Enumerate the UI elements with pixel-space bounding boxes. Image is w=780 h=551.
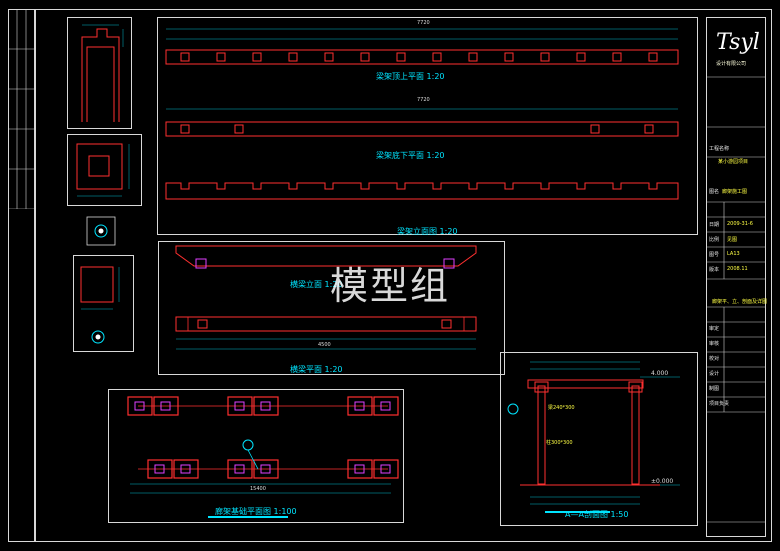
beam-hole [324, 52, 334, 62]
detail-bolt [86, 216, 116, 246]
beam-hole [180, 52, 190, 62]
section-level-ground: ±0.000 [651, 478, 674, 485]
project-label: 工程名称 [709, 146, 730, 152]
section-caption: A—A剖面图 1:50 [565, 510, 629, 519]
beam-drawings-frame [157, 17, 698, 235]
post-cap-drawing [81, 24, 124, 122]
detail-post-base [67, 134, 142, 206]
beam-plan-top-overall: 7720 [417, 20, 430, 26]
beam-hole [432, 52, 442, 62]
side-beam-drawings [175, 245, 477, 350]
beam-drawings [165, 28, 679, 200]
row-lead: 项目负责 [709, 401, 730, 407]
row-check: 校对 [709, 356, 720, 362]
side-beam-frame [158, 241, 505, 375]
beam-hole [360, 52, 370, 62]
section-level-top: 4.000 [651, 370, 669, 377]
company-name: 设计有限公司 [716, 61, 747, 67]
version-label: 版本 [709, 267, 720, 273]
beam-plan-bottom-overall: 7720 [417, 97, 430, 103]
detail-footing [73, 255, 134, 352]
version-value: 2008.11 [727, 266, 748, 272]
row-design: 设计 [709, 371, 720, 377]
project-name: 某小游园项目 [718, 159, 749, 165]
beam-hole [504, 52, 514, 62]
scale-label: 比例 [709, 237, 720, 243]
beam-elevation-caption: 梁架立面图 1:20 [397, 227, 458, 236]
beam-plan-top-caption: 梁架顶上平面 1:20 [376, 72, 445, 81]
footing-pair [147, 459, 199, 479]
footing-drawing [80, 266, 120, 344]
footing-pair [227, 459, 279, 479]
binding-grid [8, 9, 35, 209]
footing-pair [347, 396, 399, 416]
drawing-frame [8, 9, 772, 542]
beam-hole [216, 52, 226, 62]
section-beam-label: 梁240*300 [548, 405, 575, 411]
side-beam-overall: 4500 [318, 342, 331, 348]
company-logo: Tsyl [716, 30, 760, 55]
section-drawing [507, 361, 680, 513]
row-approve: 审定 [709, 326, 720, 332]
footing-pair [127, 396, 179, 416]
beam-hole [468, 52, 478, 62]
section-post-label: 柱300*300 [546, 440, 573, 446]
drawing-label: 图名 [709, 189, 720, 195]
title-block-grid [706, 76, 766, 523]
row-draft: 制图 [709, 386, 720, 392]
drawing-notes: 廊架平、立、剖面及详图 [712, 299, 768, 305]
row-review: 审核 [709, 341, 720, 347]
plan-caption: 廊架基础平面图 1:100 [215, 507, 297, 516]
beam-hole [540, 52, 550, 62]
date-label: 日期 [709, 222, 720, 228]
no-label: 图号 [709, 252, 720, 258]
side-beam-bottom-caption: 横梁平面 1:20 [290, 365, 343, 374]
plan-drawing [127, 396, 399, 518]
detail-post-cap [67, 17, 132, 129]
beam-hole [288, 52, 298, 62]
plan-frame [108, 389, 404, 523]
watermark: 模型组 [330, 264, 451, 308]
scale-value: 见图 [727, 237, 738, 243]
beam-hole [252, 52, 262, 62]
plan-overall: 15400 [250, 486, 266, 492]
binding-strip [34, 9, 36, 542]
drawing-name: 廊架施工图 [722, 189, 748, 195]
side-beam-top-caption: 横梁立面 1:20 [290, 280, 343, 289]
date-value: 2009-31-6 [727, 221, 753, 227]
beam-hole [576, 52, 586, 62]
footing-pair [347, 459, 399, 479]
beam-hole [648, 52, 658, 62]
beam-plan-bottom-caption: 梁架底下平面 1:20 [376, 151, 445, 160]
no-value: LA13 [727, 251, 740, 257]
footing-pair [227, 396, 279, 416]
title-block [706, 17, 766, 537]
beam-hole [612, 52, 622, 62]
section-frame [500, 352, 698, 526]
beam-hole [396, 52, 406, 62]
post-base-drawing [76, 143, 130, 197]
